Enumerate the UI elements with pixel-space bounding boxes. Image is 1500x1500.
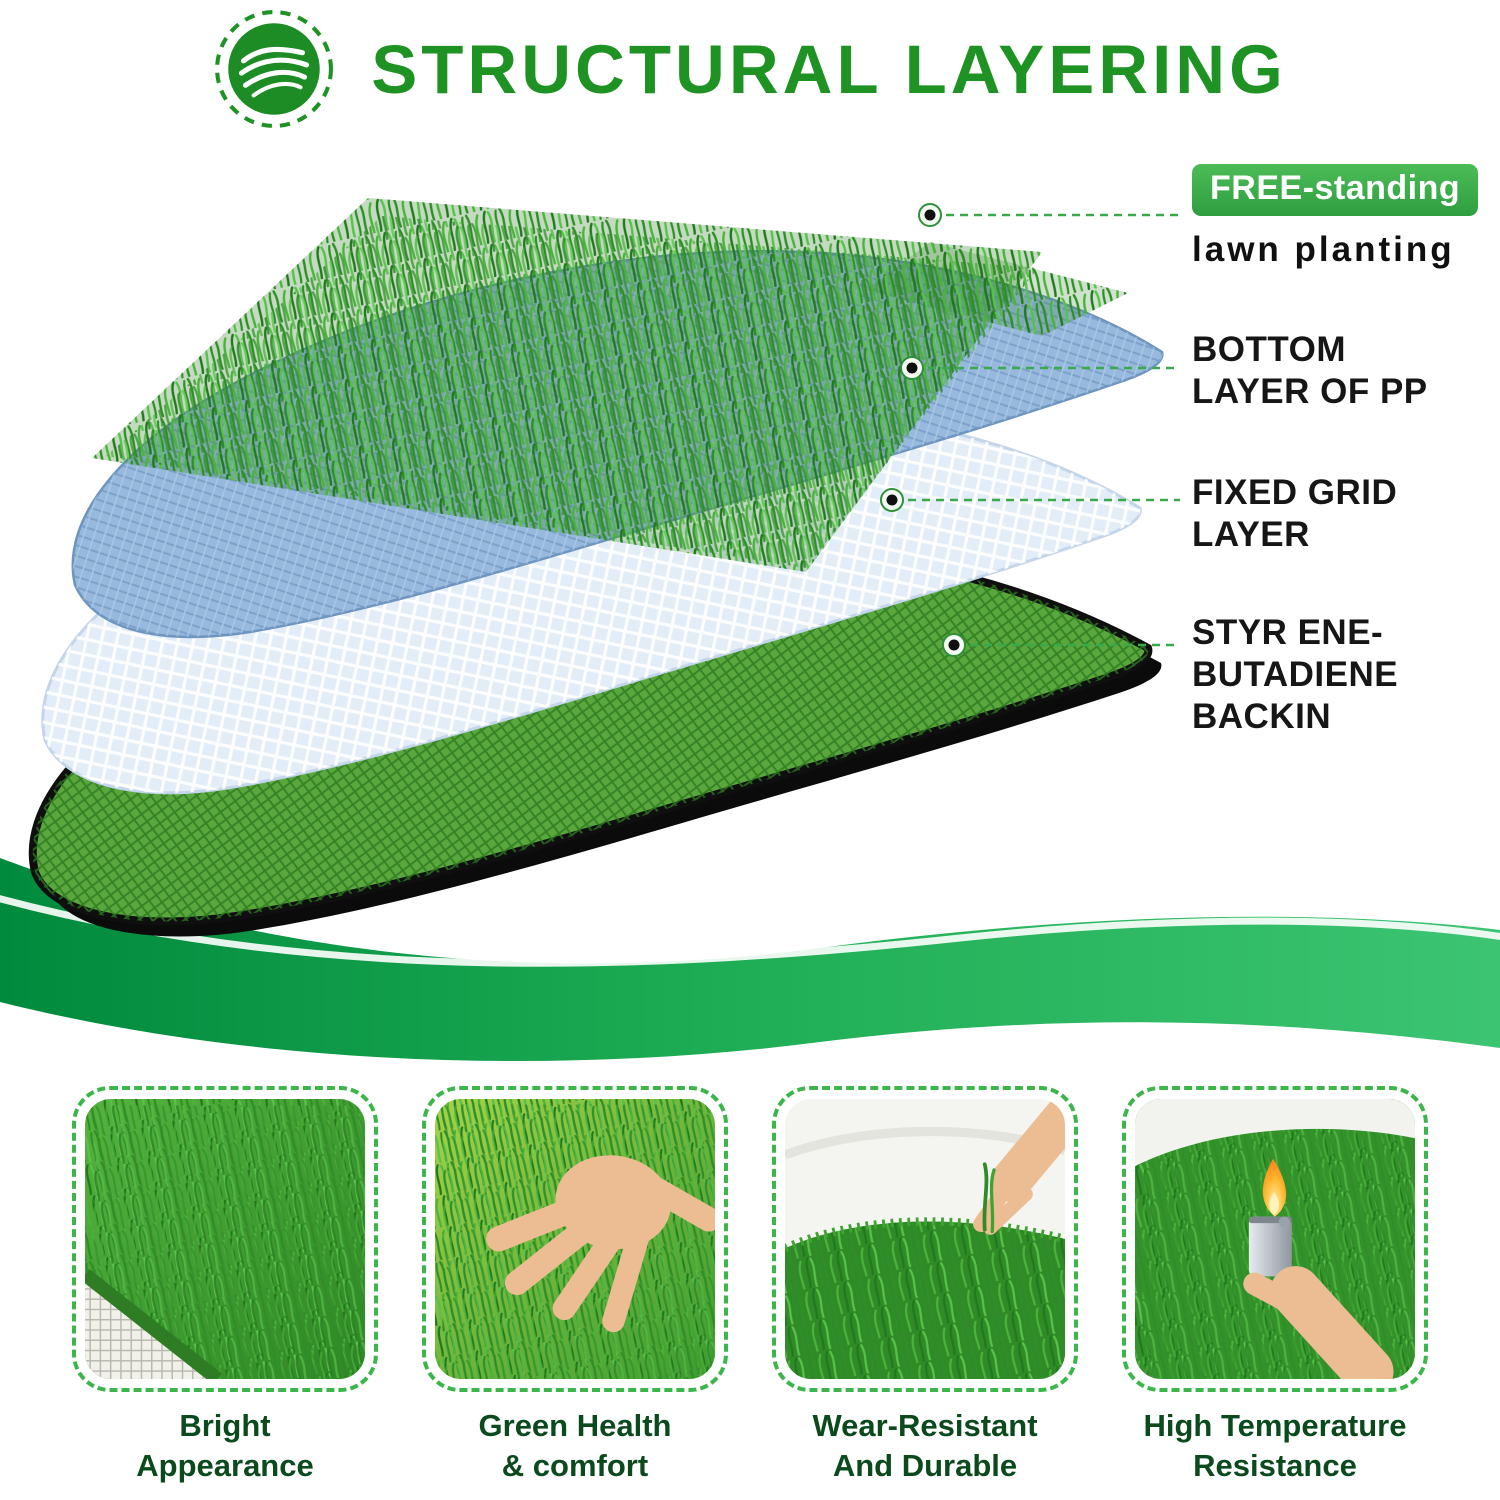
feature-caption: Green Health & comfort bbox=[478, 1408, 672, 1483]
header: STRUCTURAL LAYERING bbox=[0, 8, 1500, 130]
wave-ripple-icon bbox=[215, 10, 334, 128]
callout-free-standing: FREE-standing lawn planting bbox=[1192, 164, 1492, 270]
dot-marker bbox=[900, 356, 924, 380]
lighter-flame-photo bbox=[1122, 1086, 1428, 1392]
feature-card-wear-resistant: Wear-Resistant And Durable bbox=[772, 1086, 1078, 1485]
feature-card-green-health: Green Health & comfort bbox=[422, 1086, 728, 1485]
pp-bottom-layer bbox=[71, 250, 1164, 639]
callout-fixed-grid-layer: FIXED GRID LAYER bbox=[1192, 473, 1398, 554]
callout-connectors bbox=[908, 213, 1180, 647]
fixed-grid-layer bbox=[41, 404, 1142, 795]
grass-layer bbox=[92, 198, 1128, 572]
dot-marker bbox=[918, 203, 942, 227]
pinching-hand-icon bbox=[973, 1099, 1065, 1235]
page-title: STRUCTURAL LAYERING bbox=[371, 30, 1287, 108]
hand-on-grass-photo bbox=[422, 1086, 728, 1392]
feature-caption: High Temperature Resistance bbox=[1143, 1408, 1407, 1483]
black-backing-layer bbox=[45, 560, 1162, 937]
callout-bottom-layer-pp: BOTTOM LAYER OF PP bbox=[1192, 330, 1428, 411]
green-mesh-layer bbox=[28, 541, 1153, 926]
callout-lawn-planting-label: lawn planting bbox=[1192, 230, 1455, 269]
lighter-icon bbox=[1248, 1158, 1292, 1277]
feature-row: Bright Appearance bbox=[72, 1086, 1428, 1485]
holding-hand-icon bbox=[1243, 1266, 1394, 1379]
green-wave-band bbox=[0, 858, 1500, 1062]
hand-pinching-grass-photo bbox=[772, 1086, 1078, 1392]
dot-marker bbox=[942, 633, 966, 657]
feature-caption: Bright Appearance bbox=[136, 1408, 314, 1483]
callout-styrene-butadiene-backing: STYR ENE- BUTADIENE BACKIN bbox=[1192, 613, 1399, 736]
dot-marker bbox=[880, 488, 904, 512]
hand-icon bbox=[486, 1155, 715, 1333]
grass-closeup-photo bbox=[72, 1086, 378, 1392]
feature-card-high-temperature: High Temperature Resistance bbox=[1122, 1086, 1428, 1485]
connector-dots bbox=[880, 203, 966, 657]
feature-caption: Wear-Resistant And Durable bbox=[812, 1408, 1038, 1483]
free-standing-badge: FREE-standing bbox=[1192, 164, 1479, 216]
feature-card-bright-appearance: Bright Appearance bbox=[72, 1086, 378, 1485]
